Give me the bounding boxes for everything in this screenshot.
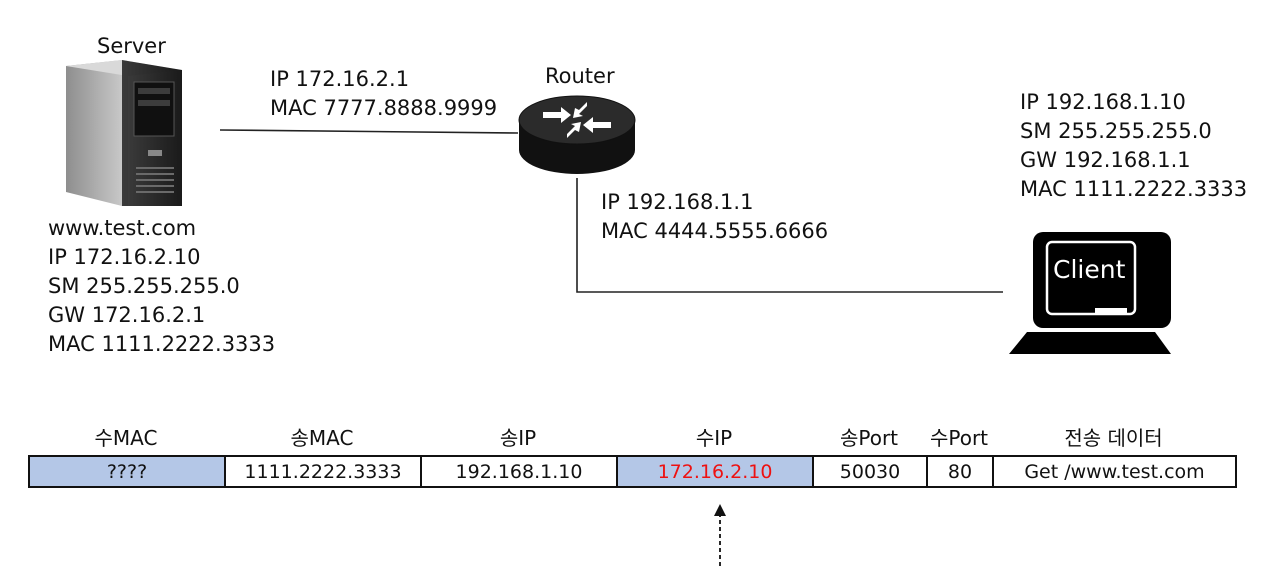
cell-dst-port: 80 xyxy=(926,455,994,488)
server-hostname: www.test.com xyxy=(48,216,197,240)
server-router-link xyxy=(219,129,519,134)
server-icon xyxy=(66,60,182,206)
router-lan-ip: IP 192.168.1.1 xyxy=(601,190,754,214)
client-subnet-mask: SM 255.255.255.0 xyxy=(1020,119,1212,143)
header-src-port: 송Port xyxy=(839,426,899,450)
router-client-link xyxy=(576,178,1003,293)
router-lan-mac: MAC 4444.5555.6666 xyxy=(601,219,829,243)
client-computer-icon xyxy=(1009,232,1171,354)
server-ip: IP 172.16.2.10 xyxy=(48,245,201,269)
server-title: Server xyxy=(97,34,166,58)
header-dst-port: 수Port xyxy=(929,426,989,450)
server-mac: MAC 1111.2222.3333 xyxy=(48,332,276,356)
router-wan-mac: MAC 7777.8888.9999 xyxy=(270,96,498,120)
client-ip: IP 192.168.1.10 xyxy=(1020,90,1186,114)
cell-dst-ip: 172.16.2.10 xyxy=(616,455,814,488)
header-dst-ip: 수IP xyxy=(695,426,733,450)
packet-row: ???? 1111.2222.3333 192.168.1.10 172.16.… xyxy=(28,455,1237,488)
cell-src-mac: 1111.2222.3333 xyxy=(224,455,422,488)
header-payload: 전송 데이터 xyxy=(1064,426,1163,450)
cell-payload: Get /www.test.com xyxy=(992,455,1237,488)
cell-src-port: 50030 xyxy=(812,455,928,488)
server-gateway: GW 172.16.2.1 xyxy=(48,303,206,327)
cell-dst-mac: ???? xyxy=(28,455,226,488)
server-subnet-mask: SM 255.255.255.0 xyxy=(48,274,240,298)
router-icon xyxy=(518,95,636,174)
packet-table: ???? 1111.2222.3333 192.168.1.10 172.16.… xyxy=(28,455,1237,488)
client-mac: MAC 1111.2222.3333 xyxy=(1020,177,1248,201)
cell-src-ip: 192.168.1.10 xyxy=(420,455,618,488)
router-server-side-info: IP 172.16.2.1 MAC 7777.8888.9999 xyxy=(270,65,497,123)
header-src-ip: 송IP xyxy=(499,426,537,450)
router-wan-ip: IP 172.16.2.1 xyxy=(270,67,410,91)
router-title: Router xyxy=(545,64,615,88)
header-dst-mac: 수MAC xyxy=(94,426,158,450)
client-gateway: GW 192.168.1.1 xyxy=(1020,148,1191,172)
header-src-mac: 송MAC xyxy=(290,426,354,450)
dashed-up-arrow-icon xyxy=(714,504,726,566)
client-screen-label: Client xyxy=(1053,255,1126,284)
client-info: IP 192.168.1.10 SM 255.255.255.0 GW 192.… xyxy=(1020,88,1247,204)
router-client-side-info: IP 192.168.1.1 MAC 4444.5555.6666 xyxy=(601,188,828,246)
server-info: www.test.com IP 172.16.2.10 SM 255.255.2… xyxy=(48,214,275,359)
